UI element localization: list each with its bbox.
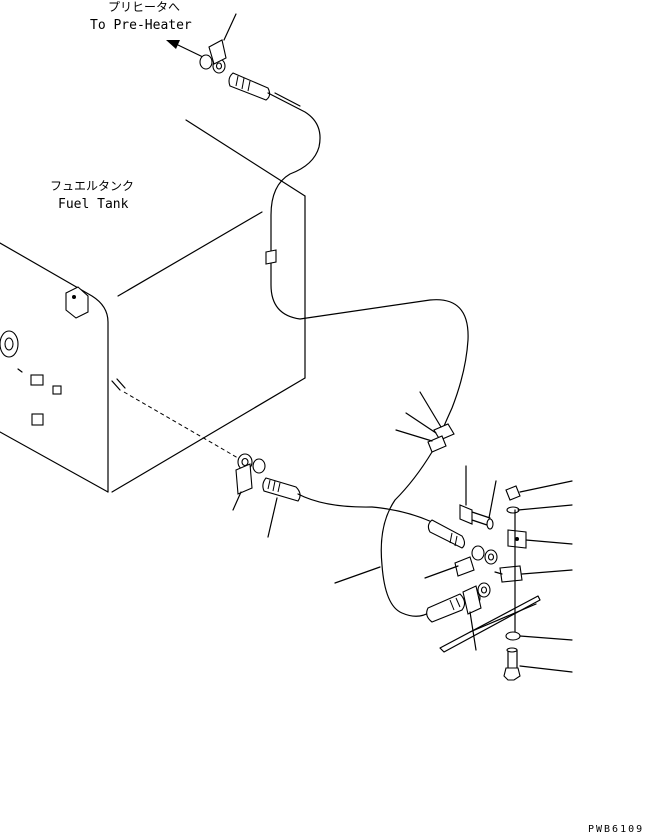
hose-clamps-tank — [232, 453, 266, 511]
hose-sleeve-tank — [262, 477, 301, 538]
fuel-hose-upper — [267, 92, 469, 451]
fuel-hose-lower — [380, 451, 433, 617]
hose-clamp-mid — [395, 391, 455, 453]
fitting-icon — [30, 374, 44, 386]
preheater-label-jp: プリヒータへ — [108, 0, 180, 14]
fuel-tank — [0, 119, 306, 493]
fuel-tank-label-en: Fuel Tank — [58, 197, 129, 212]
hose-clip-icon — [265, 249, 277, 265]
hose-leader — [334, 566, 381, 584]
fuel-hose-upper-inner — [274, 92, 301, 107]
hose-sleeve-top — [199, 13, 271, 101]
fuel-tank-label-jp: フュエルタンク — [50, 179, 134, 193]
hose-sleeve-lower — [427, 519, 466, 549]
fuel-hose-from-tank — [297, 493, 433, 523]
bracket-icon — [65, 286, 89, 319]
bracket-assembly — [439, 465, 573, 681]
hose-clamps-bracket — [424, 545, 498, 651]
drawing-code: PWB6109 — [588, 824, 644, 835]
preheater-label-en: To Pre-Heater — [90, 18, 192, 33]
connection-dashed-line — [123, 391, 239, 459]
direction-arrow — [166, 40, 206, 59]
